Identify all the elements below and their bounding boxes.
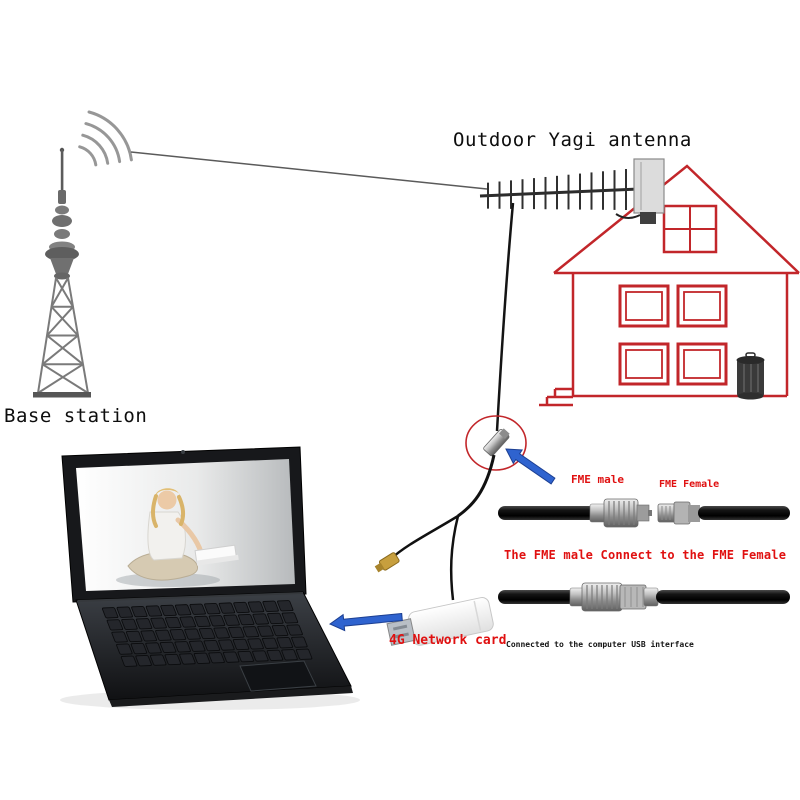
laptop-keyboard [101,600,313,667]
house-steps [539,387,573,407]
house-outline [539,164,800,407]
house-windows [618,284,728,386]
fme-male-female-photo [498,498,790,528]
fme-female-label: FME Female [659,479,720,490]
fme-female-connector-icon [657,501,700,525]
network-card-label: 4G Network card [389,633,507,648]
fme-connected-photo [498,582,790,612]
inline-connector-icon [483,428,510,457]
signal-line [130,151,488,190]
laptop-touchpad [239,660,317,692]
arrow-to-laptop-icon [328,612,403,632]
radio-waves-icon [78,110,133,167]
base-station-tower-icon [33,147,91,398]
webcam-icon [181,450,185,454]
laptop-front-edge [109,686,353,707]
antenna-cable [495,202,515,432]
usb-interface-note: Connected to the computer USB interface [506,640,694,649]
pigtail-connector-icon [374,552,400,573]
roof-window [662,204,718,254]
base-station-label: Base station [4,405,148,427]
fme-male-connector-icon [603,498,652,528]
bin-icon [736,352,765,400]
woman-photo [116,488,239,587]
laptop-icon [60,446,360,710]
yagi-antenna-icon [479,158,665,224]
connector-highlight-circle [465,415,527,471]
yagi-antenna-label: Outdoor Yagi antenna [453,129,692,151]
fme-male-label: FME male [571,473,624,486]
usb-dongle-icon [386,597,494,646]
arrow-to-connector-icon [505,448,556,485]
fme-connect-sentence: The FME male Connect to the FME Female [504,548,787,562]
splitter-cables [390,454,496,601]
